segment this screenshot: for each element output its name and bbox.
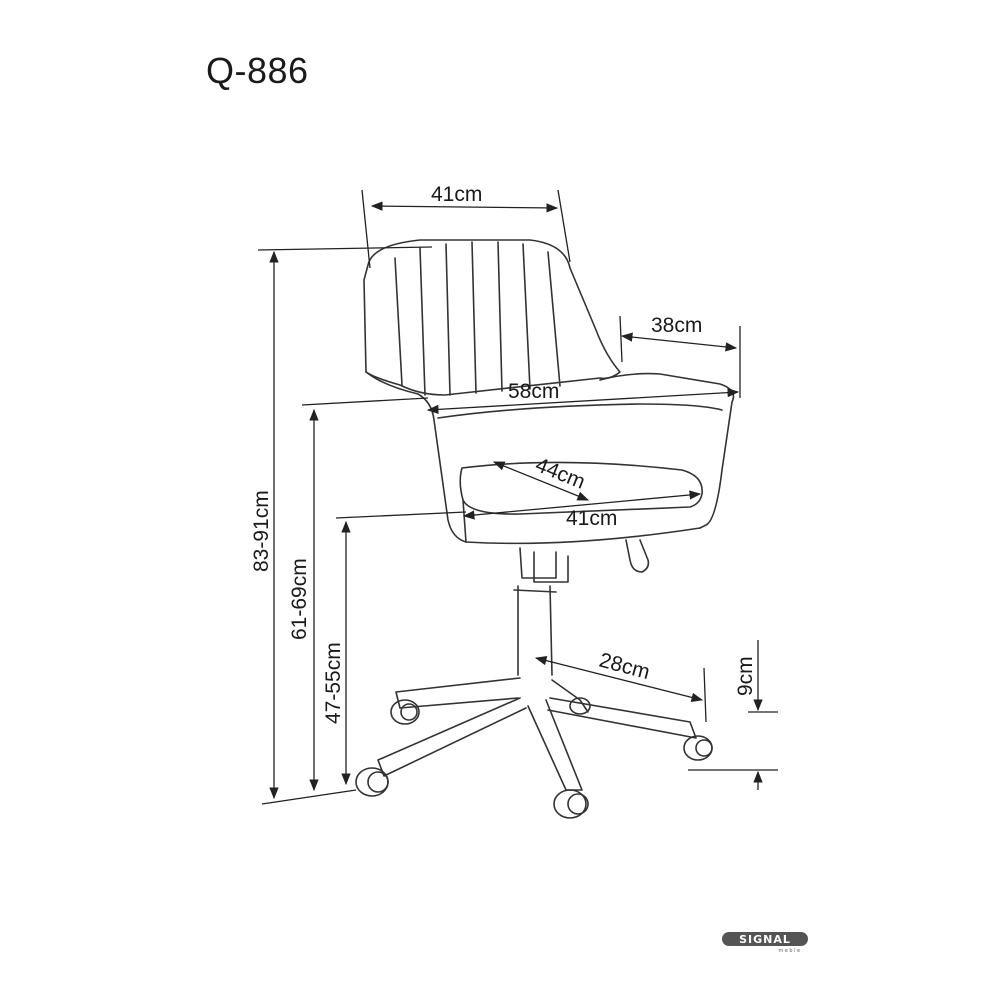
gas-lift-cap bbox=[513, 589, 557, 593]
logo-sub: meble bbox=[778, 948, 801, 954]
seat-width-label: 41cm bbox=[566, 507, 617, 530]
backrest-channel bbox=[547, 251, 561, 387]
armrest-height-label: 61-69cm bbox=[288, 558, 311, 640]
backrest-channel bbox=[497, 241, 503, 392]
seat-side bbox=[462, 499, 467, 543]
base-arm-right bbox=[547, 697, 697, 739]
backrest bbox=[363, 239, 621, 396]
backrest-channel bbox=[419, 247, 426, 396]
armrest-inner bbox=[437, 403, 723, 419]
height-lever bbox=[625, 539, 650, 573]
base-radius-label: 28cm bbox=[597, 649, 653, 685]
base-arm-front-left bbox=[377, 697, 527, 777]
caster bbox=[390, 699, 420, 725]
model-title: Q-886 bbox=[206, 50, 309, 91]
total-width-label: 58cm bbox=[508, 380, 559, 403]
gas-lift-cylinder bbox=[517, 585, 553, 676]
backrest-channel bbox=[522, 243, 531, 390]
dimension-labels: 41cm 38cm 58cm 44cm 41cm 83-91cm 61-69cm… bbox=[250, 183, 757, 724]
backrest-channel bbox=[471, 241, 477, 394]
caster bbox=[355, 767, 389, 797]
base-arm-front bbox=[527, 699, 583, 791]
total-height-label: 83-91cm bbox=[250, 490, 273, 572]
seat-front bbox=[465, 527, 701, 545]
gas-lift-mech-box bbox=[533, 551, 569, 583]
seat-depth-label: 44cm bbox=[532, 453, 588, 494]
gas-lift-mech bbox=[519, 547, 557, 579]
back-width-label: 41cm bbox=[431, 183, 482, 206]
dimension-lines bbox=[257, 189, 778, 805]
signal-logo: SIGNAL meble bbox=[722, 932, 808, 954]
base-arm-left bbox=[395, 677, 521, 709]
caster bbox=[553, 789, 589, 819]
seat-height-label: 47-55cm bbox=[322, 642, 345, 724]
backrest-channel bbox=[394, 257, 403, 386]
caster bbox=[683, 735, 713, 761]
caster-height-label: 9cm bbox=[734, 656, 757, 696]
armrest-depth-label: 38cm bbox=[651, 314, 702, 337]
backrest-channel bbox=[445, 243, 451, 396]
logo-badge bbox=[722, 932, 808, 946]
logo-name: SIGNAL bbox=[739, 933, 791, 946]
